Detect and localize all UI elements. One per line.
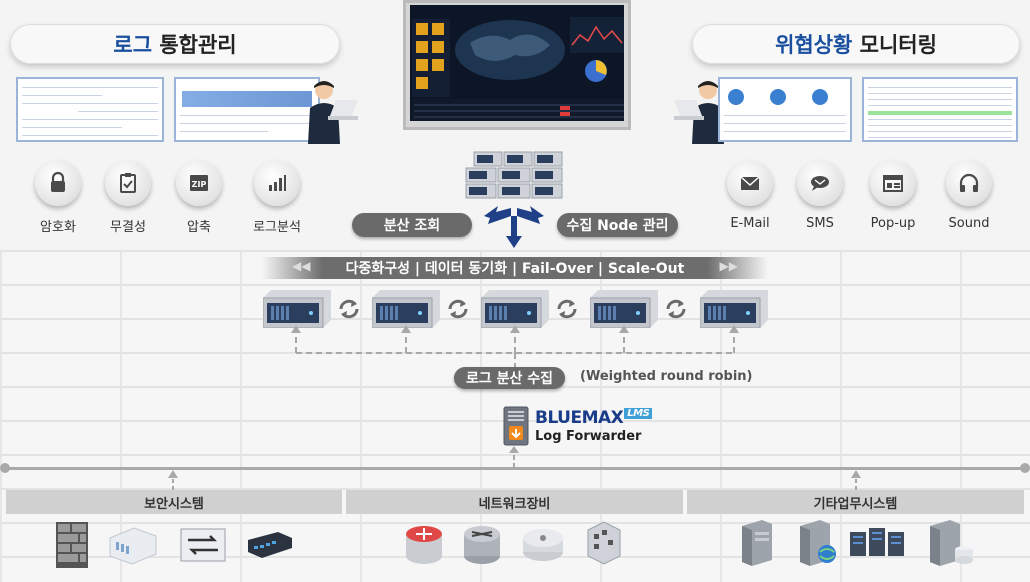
bus-end-dot: [0, 463, 10, 473]
tower-server-icon: [742, 520, 772, 566]
core-switch-icon: [587, 521, 621, 565]
zip-icon: ZIP: [176, 160, 222, 206]
feature-label: SMS: [806, 216, 834, 231]
collection-label-group: 로그 분산 수집: [454, 367, 566, 389]
web-server-icon: [800, 520, 836, 566]
ips-switch-icon: [180, 528, 226, 562]
title-rest: 통합관리: [159, 33, 237, 57]
right-arrows-icon: ▶▶: [719, 259, 738, 273]
collector-node-server: [481, 290, 549, 328]
collector-node-server: [590, 290, 658, 328]
feature-label: 무결성: [110, 220, 146, 235]
feature-integrity: 무결성: [93, 160, 163, 235]
security-uplink-arrow: [168, 470, 178, 490]
forwarder-uplink-connector: [509, 446, 519, 468]
category-security-systems: 보안시스템: [6, 490, 342, 514]
collector-node-server: [263, 290, 331, 328]
sync-icon: [557, 299, 577, 319]
title-rest: 모니터링: [859, 33, 937, 57]
log-management-title: 로그 통합관리: [10, 24, 340, 64]
feature-encryption: 암호화: [23, 160, 93, 235]
feature-label: Sound: [948, 216, 990, 231]
product-name: Log Forwarder: [535, 429, 642, 444]
server-rack-cluster-icon: [850, 528, 904, 556]
log-forwarder-device-icon: [503, 406, 529, 446]
feature-label: 로그분석: [253, 220, 301, 235]
brand-badge: LMS: [624, 408, 653, 419]
analysis-screen-thumbnail: [174, 77, 320, 142]
operator-person-left: [308, 81, 358, 144]
threat-monitoring-title: 위협상황 모니터링: [692, 24, 1020, 64]
lock-icon: [35, 160, 81, 206]
weighted-round-robin-label: (Weighted round robin): [580, 369, 753, 384]
firewall-icon: [56, 522, 88, 568]
left-arrows-icon: ◀◀: [292, 259, 311, 273]
branch-arrow-icon: [484, 206, 544, 248]
alert-email: E-Mail: [715, 160, 785, 231]
bar-chart-icon: [254, 160, 300, 206]
node-management-label: 수집 Node 관리: [557, 213, 678, 237]
database-server-icon: [930, 520, 973, 566]
operator-person-right: [674, 81, 724, 144]
central-monitor: [403, 0, 631, 130]
sync-icon: [339, 299, 359, 319]
sync-icon: [666, 299, 686, 319]
bus-end-dot: [1020, 463, 1030, 473]
category-other-business-systems: 기타업무시스템: [687, 490, 1024, 514]
brand-name: BLUEMAX: [535, 408, 624, 428]
alert-popup: Pop-up: [858, 160, 928, 231]
sms-icon: [797, 160, 843, 206]
business-uplink-arrow: [851, 470, 861, 490]
feature-label: Pop-up: [870, 216, 916, 231]
red-router-icon: [406, 526, 442, 564]
alert-sound: Sound: [934, 160, 1004, 231]
vpn-router-icon: [248, 532, 292, 558]
event-list-thumbnail: [862, 77, 1018, 142]
sync-icon: [448, 299, 468, 319]
system-bus-line: [5, 467, 1025, 470]
central-server-cluster: [465, 151, 563, 199]
dashboard-thumbnail: [718, 77, 852, 142]
title-highlight: 로그: [113, 33, 153, 57]
feature-label: 압축: [187, 220, 211, 235]
monitoring-dashboard-graphic: [412, 17, 624, 121]
log-screen-thumbnail: [16, 77, 164, 142]
feature-label: 암호화: [40, 220, 76, 235]
network-switch-icon: [464, 526, 500, 564]
collector-node-server: [700, 290, 768, 328]
feature-compression: ZIP 압축: [164, 160, 234, 235]
title-highlight: 위협상황: [775, 33, 853, 57]
security-appliance-icon: [109, 527, 157, 565]
alert-sms: SMS: [785, 160, 855, 231]
collector-node-server: [372, 290, 440, 328]
load-balancer-icon: [523, 529, 563, 561]
popup-window-icon: [870, 160, 916, 206]
clipboard-check-icon: [105, 160, 151, 206]
distribution-connectors: [291, 325, 739, 367]
envelope-icon: [727, 160, 773, 206]
cluster-feature-banner: ◀◀ 다중화구성 | 데이터 동기화 | Fail-Over | Scale-O…: [262, 257, 768, 279]
feature-label: E-Mail: [730, 216, 770, 231]
log-distributed-collection-label: 로그 분산 수집: [454, 367, 566, 389]
feature-log-analysis: 로그분석: [242, 160, 312, 235]
monitor-screen: [410, 5, 624, 121]
headphones-icon: [946, 160, 992, 206]
svg-text:ZIP: ZIP: [192, 180, 207, 189]
distributed-query-label: 분산 조회: [352, 213, 472, 237]
category-network-equipment: 네트워크장비: [346, 490, 683, 514]
banner-text: 다중화구성 | 데이터 동기화 | Fail-Over | Scale-Out: [345, 261, 685, 277]
